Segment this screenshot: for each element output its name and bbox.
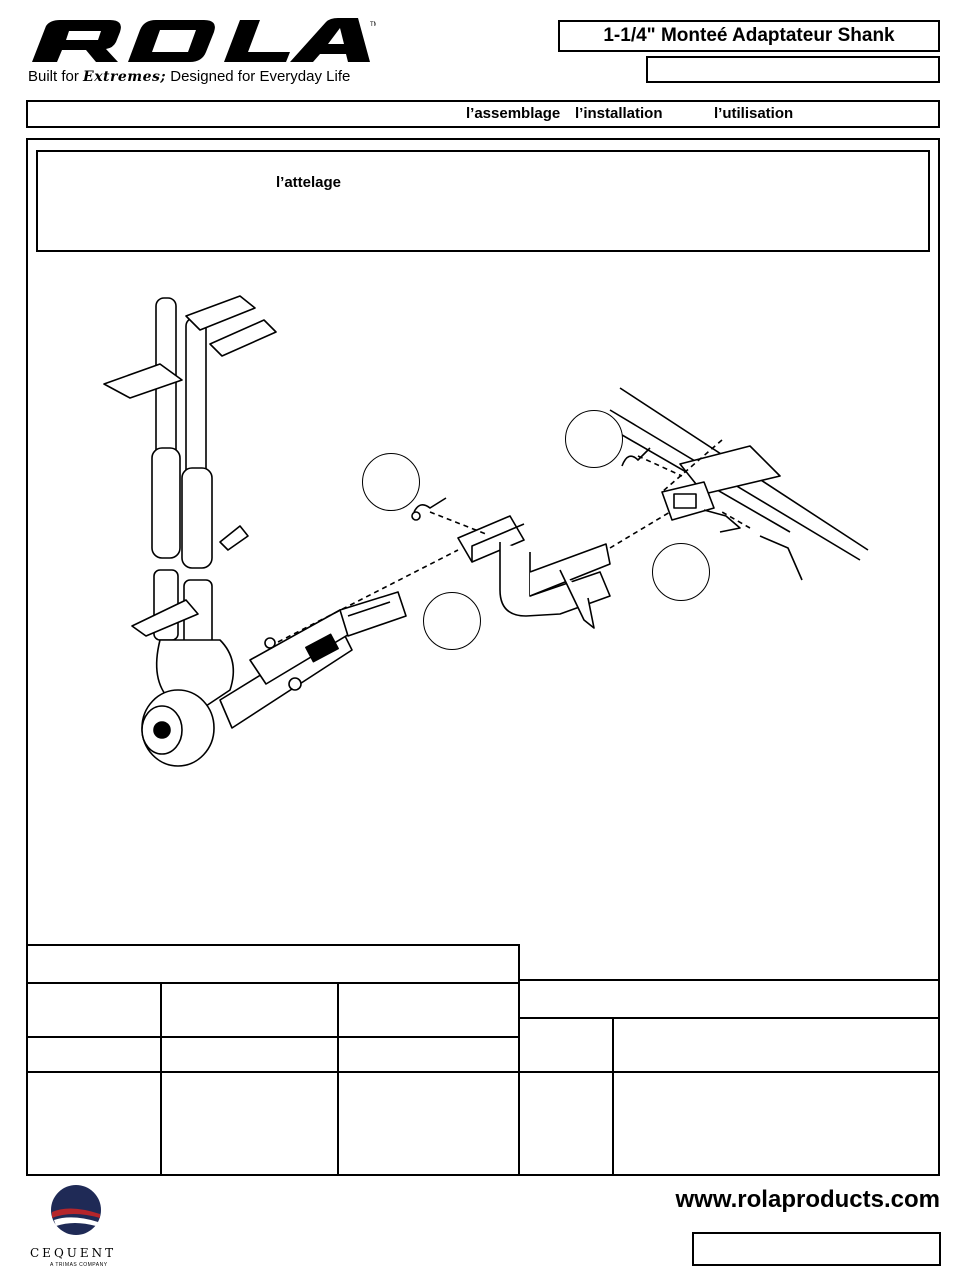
rola-logo: TM bbox=[32, 18, 376, 62]
callout-circle-3 bbox=[423, 592, 481, 650]
banner-word-installation: l’installation bbox=[575, 105, 663, 122]
table-border bbox=[26, 944, 520, 946]
cequent-subtitle: A TRIMAS COMPANY bbox=[50, 1262, 108, 1268]
callout-circle-1 bbox=[362, 453, 420, 511]
table-border bbox=[160, 982, 162, 1176]
main-content-frame bbox=[26, 138, 940, 1176]
footer-box bbox=[692, 1232, 941, 1266]
cequent-wordmark: CEQUENT bbox=[30, 1246, 117, 1260]
table-border bbox=[26, 1071, 520, 1073]
warning-keyword: l’attelage bbox=[276, 174, 342, 191]
warning-box bbox=[36, 150, 930, 252]
banner-word-use: l’utilisation bbox=[714, 105, 794, 122]
installation-diagram bbox=[103, 295, 869, 767]
table-border bbox=[518, 1071, 940, 1073]
svg-text:TM: TM bbox=[370, 22, 376, 28]
table-border bbox=[518, 944, 520, 1176]
table-border bbox=[518, 979, 940, 981]
cequent-logo-icon bbox=[51, 1185, 101, 1235]
callout-circle-4 bbox=[652, 543, 710, 601]
callout-circle-2 bbox=[565, 410, 623, 468]
document-title: 1-1/4" Monteé Adaptateur Shank bbox=[558, 20, 940, 52]
part-number-box bbox=[646, 56, 940, 83]
brand-tagline: Built for Extremes; Designed for Everyda… bbox=[28, 68, 351, 85]
banner-word-assembly: l’assemblage bbox=[466, 105, 561, 122]
table-border bbox=[26, 1036, 520, 1038]
table-border bbox=[337, 982, 339, 1176]
website-link[interactable]: www.rolaproducts.com bbox=[675, 1186, 940, 1213]
table-border bbox=[26, 982, 520, 984]
instructions-banner: l’assemblage l’installation l’utilisatio… bbox=[26, 100, 940, 128]
table-border bbox=[612, 1017, 614, 1176]
table-border bbox=[518, 1017, 940, 1019]
